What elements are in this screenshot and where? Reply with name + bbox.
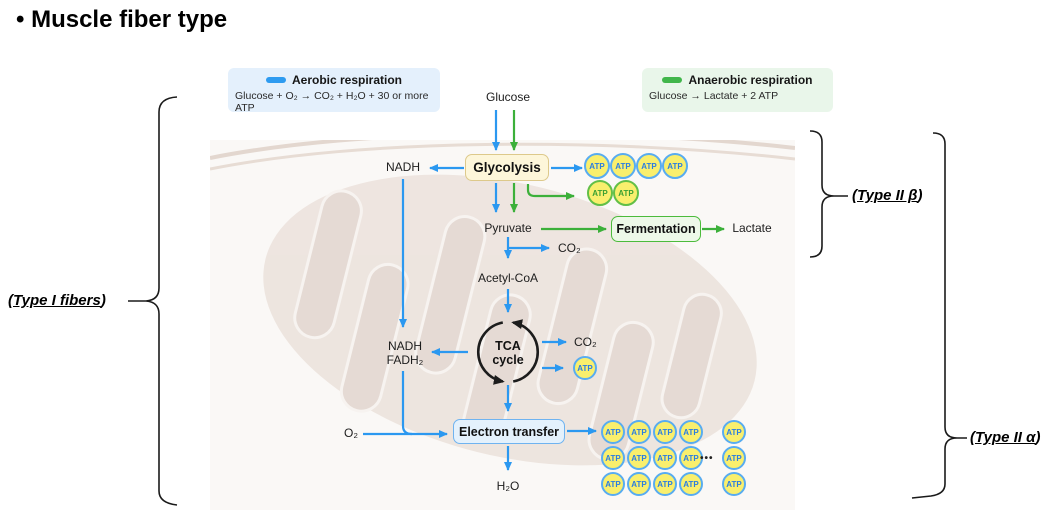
atp-badge: ATP: [587, 180, 613, 206]
atp-badge: ATP: [662, 153, 688, 179]
atp-badge: ATP: [636, 153, 662, 179]
ellipsis-dots: •••: [700, 453, 714, 464]
fadh2-label: FADH₂: [386, 353, 424, 367]
aerobic-arrows: [363, 110, 597, 471]
atp-badge: ATP: [653, 420, 677, 444]
type-ii-beta-brace: [809, 130, 848, 258]
paren: ): [100, 292, 106, 309]
paren: (: [8, 292, 13, 309]
atp-badge: ATP: [679, 472, 703, 496]
anaerobic-dash-icon: [662, 77, 683, 83]
legend-aerobic-title: Aerobic respiration: [291, 73, 403, 87]
atp-badge: ATP: [613, 180, 639, 206]
atp-badge: ATP: [627, 472, 651, 496]
type-ii-alpha-label: (Type II α): [970, 429, 1040, 446]
tca-line1: TCA: [495, 339, 521, 353]
type-i-fibers-label: (Type I fibers): [8, 292, 106, 309]
anaerobic-arrows: [510, 110, 725, 233]
acetyl-coa-label: Acetyl-CoA: [477, 271, 539, 285]
page-title: • Muscle fiber type: [16, 6, 228, 33]
atp-badge: ATP: [653, 446, 677, 470]
atp-badge: ATP: [722, 472, 746, 496]
atp-badge: ATP: [601, 472, 625, 496]
legend-anaerobic-title: Anaerobic respiration: [688, 73, 813, 87]
atp-badge: ATP: [610, 153, 636, 179]
aerobic-dash-icon: [265, 77, 286, 83]
atp-badge: ATP: [679, 446, 703, 470]
glycolysis-box: Glycolysis: [465, 154, 549, 181]
paren: (: [970, 429, 975, 446]
paren: ): [917, 187, 923, 204]
co2-tca-label: CO₂: [574, 335, 597, 349]
legend-aerobic: Aerobic respiration Glucose + O₂ → CO₂ +…: [228, 68, 440, 114]
lactate-label: Lactate: [732, 221, 772, 235]
pyruvate-label: Pyruvate: [484, 221, 532, 235]
paren: (: [852, 187, 857, 204]
h2o-label: H₂O: [496, 479, 520, 493]
type-ii-beta-label: (Type II β): [852, 187, 922, 204]
atp-badge: ATP: [627, 420, 651, 444]
atp-badge: ATP: [722, 420, 746, 444]
glucose-label: Glucose: [485, 90, 531, 104]
atp-badge: ATP: [679, 420, 703, 444]
type-i-fibers-text: Type I fibers: [13, 292, 101, 309]
legend-anaerobic: Anaerobic respiration Glucose → Lactate …: [642, 68, 833, 112]
nadh-label: NADH: [385, 160, 420, 174]
atp-badge: ATP: [601, 446, 625, 470]
atp-badge: ATP: [584, 153, 610, 179]
nadh-mid-label: NADH: [387, 339, 422, 353]
electron-transfer-box: Electron transfer: [453, 419, 565, 444]
atp-badge: ATP: [573, 356, 597, 380]
atp-badge: ATP: [653, 472, 677, 496]
tca-cycle-icon: [477, 319, 539, 385]
legend-aerobic-formula: Glucose + O₂ → CO₂ + H₂O + 30 or more AT…: [235, 90, 429, 114]
co2-pyruvate-label: CO₂: [558, 241, 581, 255]
tca-cycle-label: TCA cycle: [483, 339, 533, 367]
atp-badge: ATP: [627, 446, 651, 470]
nadh-fadh2-label: NADH FADH₂: [365, 339, 445, 367]
type-ii-beta-text: Type II β: [857, 187, 918, 204]
o2-label: O₂: [344, 426, 358, 440]
fermentation-box: Fermentation: [611, 216, 701, 242]
legend-anaerobic-formula: Glucose → Lactate + 2 ATP: [649, 90, 779, 102]
tca-line2: cycle: [492, 353, 524, 367]
type-i-brace: [128, 96, 178, 506]
type-ii-alpha-brace: [911, 132, 967, 499]
type-ii-alpha-text: Type II α: [975, 429, 1036, 446]
atp-badge: ATP: [601, 420, 625, 444]
paren: ): [1035, 429, 1041, 446]
atp-badge: ATP: [722, 446, 746, 470]
